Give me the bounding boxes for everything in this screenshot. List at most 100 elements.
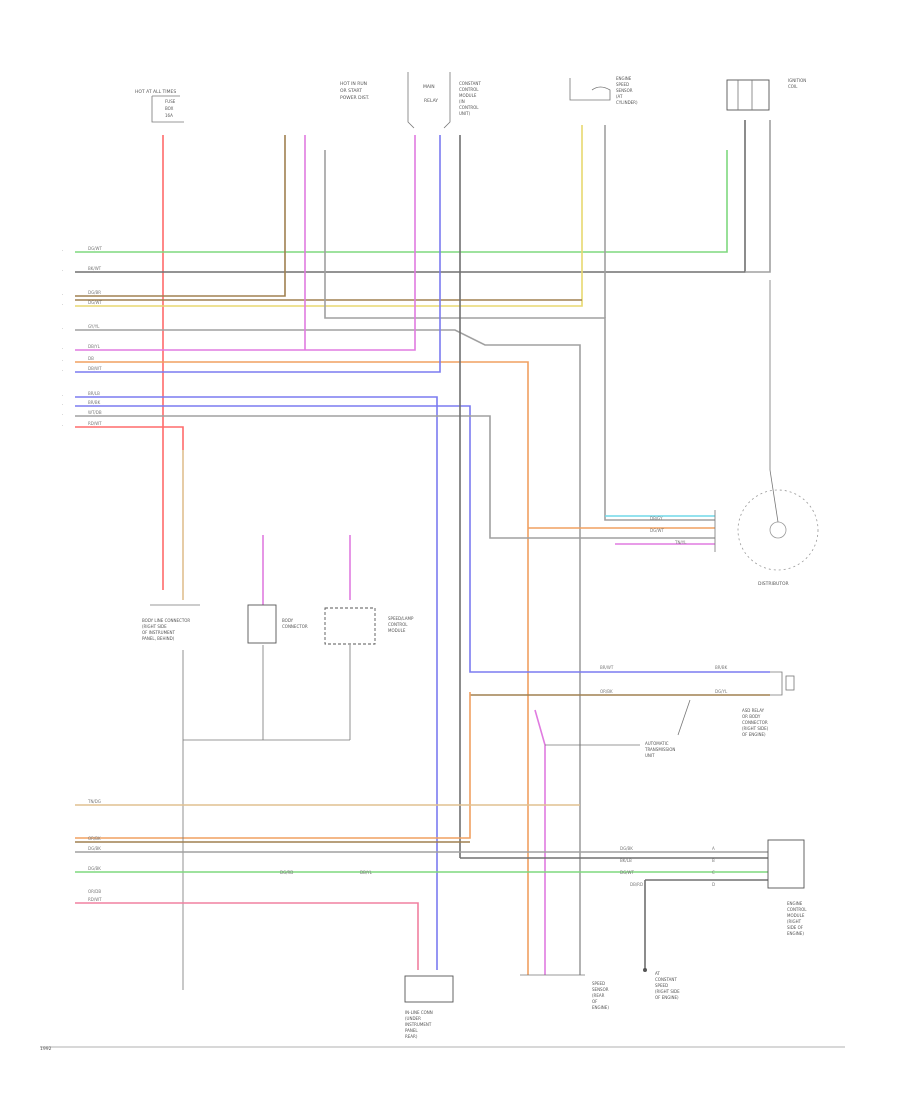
rbp-3: D [712, 882, 715, 887]
fuse-box-label-0: HOT AT ALL TIMES [135, 89, 176, 95]
bottom-wire-label-3: DG/BK [88, 866, 101, 871]
wire-gray-top [324, 150, 715, 521]
brn-0: AT [655, 971, 660, 976]
left-wire-label-10: WT/DB [88, 410, 102, 415]
rb-3: DB/RD [630, 882, 643, 887]
blc-2: OF INSTRUMENT [142, 630, 176, 635]
ilc-0: IN-LINE CONN [405, 1010, 433, 1015]
left-wire-label-7: DB/WT [88, 366, 102, 371]
left-wire-tick-1: · [62, 268, 63, 273]
bc-0: BODY [282, 618, 294, 623]
ecm-3: (RIGHT [787, 919, 802, 924]
engine-control-module: ENGINE CONTROL MODULE (RIGHT SIDE OF ENG… [767, 839, 807, 936]
speed-lamp-module: SPEED/LAMP CONTROL MODULE [324, 535, 414, 645]
wire-yellow-row [75, 125, 583, 307]
wire-gray-2 [75, 415, 715, 539]
asd-0: ASD RELAY [742, 708, 765, 713]
distributor-label: DISTRIBUTOR [758, 581, 789, 587]
bottom-right-note: AT CONSTANT SPEED (RIGHT SIDE OF ENGINE) [643, 968, 680, 1000]
wire-green-row [75, 150, 728, 253]
brn-4: OF ENGINE) [655, 995, 679, 1000]
ilc-1: (UNDER [405, 1016, 421, 1021]
tcm-0: AUTOMATIC [645, 741, 669, 746]
bottom-wire-label-5: RD/WT [88, 897, 102, 902]
left-wire-tick-4: · [62, 326, 63, 331]
left-wire-label-2: DG/BR [88, 290, 101, 295]
ecm-5: ENGINE) [787, 931, 804, 936]
ilc-4: REAR) [405, 1034, 418, 1039]
relay-side-2: MODULE [459, 93, 477, 98]
rbp-0: A [712, 846, 715, 851]
tcm-2: UNIT [645, 753, 655, 758]
fuse-box-label-1: FUSE [165, 99, 176, 104]
rbp-2: C [712, 870, 715, 875]
mid-label-1: DB/YL [360, 870, 373, 875]
rb-2: DG/WT [620, 870, 634, 875]
relay-side-5: UNIT) [459, 111, 471, 116]
ecm-2: MODULE [787, 913, 805, 918]
bms-4: ENGINE) [592, 1005, 609, 1010]
wire-black-row [75, 120, 746, 273]
wire-orange-bottom [75, 692, 471, 839]
bms-1: SENSOR [592, 987, 609, 992]
rmid-0: BR/WT [600, 665, 614, 670]
main-relay-label-0: MAIN [423, 84, 435, 90]
ecm-1: CONTROL [787, 907, 807, 912]
left-wire-label-4: GY/YL [88, 324, 100, 329]
left-wire-tick-6: · [62, 358, 63, 363]
ignition-coil: IGNITION COIL [726, 78, 806, 111]
wire-gray-row [75, 329, 581, 975]
fuse-box: HOT AT ALL TIMES FUSE BOX 16A [135, 89, 184, 123]
wire-black-bottom2 [644, 879, 768, 970]
left-wire-tick-0: · [62, 248, 63, 253]
left-wire-label-8: BR/LB [88, 391, 100, 396]
ilc-2: INSTRUMENT [405, 1022, 432, 1027]
asd-2: CONNECTOR [742, 720, 768, 725]
wire-violet-row [75, 135, 416, 351]
asd-4: OF ENGINE) [742, 732, 766, 737]
wire-orange-row [75, 361, 529, 975]
left-wire-tick-2: · [62, 292, 63, 297]
left-wire-tick-7: · [62, 368, 63, 373]
relay-side-3: (IN [459, 99, 465, 104]
rbp-1: B [712, 858, 715, 863]
left-wire-tick-11: · [62, 423, 63, 428]
tcm-label: AUTOMATIC TRANSMISSION UNIT [644, 741, 675, 758]
dist-tap-0: DB/GY [650, 516, 663, 521]
dist-tap-1: DG/WT [650, 528, 664, 533]
distributor: DISTRIBUTOR [714, 280, 819, 587]
hot-in-run-1: OR START [340, 88, 362, 94]
speed-sensor-3: (AT [616, 94, 623, 99]
slm-0: SPEED/LAMP [388, 616, 414, 621]
footer-label: 1992 [40, 1046, 52, 1052]
blc-0: BODY LINE CONNECTOR [142, 618, 190, 623]
fuse-box-label-2: BOX [165, 106, 174, 111]
coil-label-0: IGNITION [788, 78, 806, 83]
brn-3: (RIGHT SIDE [655, 989, 680, 994]
rb-1: BK/LB [620, 858, 632, 863]
blc-3: PANEL, BEHIND) [142, 636, 175, 641]
mid-label-0: DG/RD [280, 870, 293, 875]
body-connector-box: BODY CONNECTOR [247, 535, 308, 644]
left-wire-label-5: DB/YL [88, 344, 101, 349]
ecm-4: SIDE OF [787, 925, 804, 930]
asd-1: OR BODY [742, 714, 761, 719]
left-wire-tick-5: · [62, 346, 63, 351]
left-wire-label-9: BR/BK [88, 400, 101, 405]
relay-side-1: CONTROL [459, 87, 479, 92]
slm-1: CONTROL [388, 622, 408, 627]
wire-blue-2 [75, 405, 770, 673]
brn-2: SPEED [655, 983, 668, 988]
tcm-1: TRANSMISSION [644, 747, 675, 752]
inline-connector: IN-LINE CONN (UNDER INSTRUMENT PANEL REA… [404, 975, 454, 1039]
rb-0: DG/BK [620, 846, 633, 851]
relay-side-0: CONSTANT [459, 81, 481, 86]
tcm-pointer [677, 699, 691, 736]
hot-in-run-0: HOT IN RUN [340, 81, 367, 87]
speed-sensor-4: CYLINDER) [616, 100, 638, 105]
left-wire-label-1: BK/WT [88, 266, 102, 271]
bottom-wire-label-1: OR/BK [88, 836, 101, 841]
asd-3: (RIGHT SIDE) [742, 726, 769, 731]
left-wire-label-6: DB [88, 356, 94, 361]
